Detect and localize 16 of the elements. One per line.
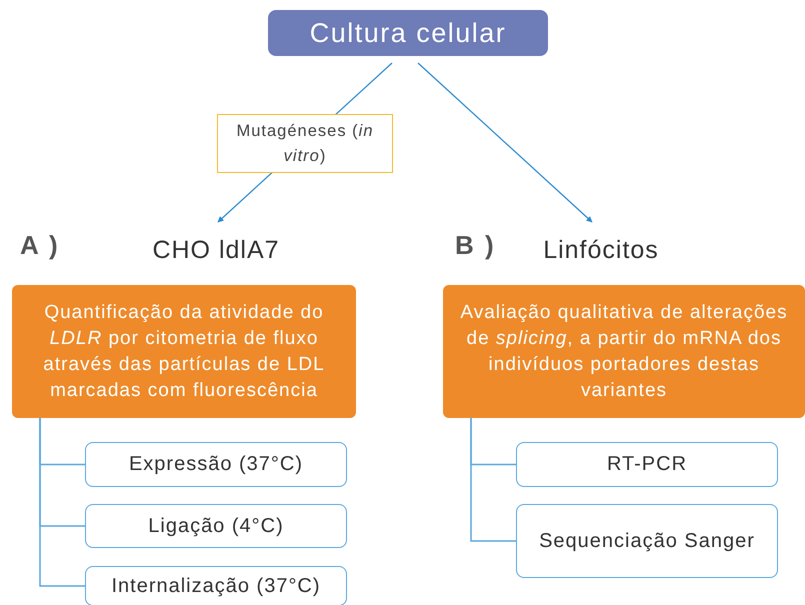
section-letter: B ) bbox=[455, 230, 496, 261]
connector-line bbox=[470, 418, 516, 542]
edge-label: Mutagéneses (in vitro) bbox=[217, 114, 393, 173]
method-box: Ligação (4°C) bbox=[85, 504, 347, 548]
heading-text: Linfócitos bbox=[528, 228, 674, 272]
method-box: RT-PCR bbox=[516, 442, 778, 487]
process-box: Avaliação qualitativa de alterações de splicing, a partir do mRNA dos indivíduos portadores destas variantes bbox=[443, 285, 805, 418]
method-box: Expressão (37°C) bbox=[85, 442, 347, 487]
arrow bbox=[418, 62, 592, 222]
connector-line bbox=[39, 418, 85, 587]
title-box: Cultura celular bbox=[268, 10, 548, 56]
process-box: Quantificação da atividade do LDLR por citometria de fluxo através das partículas de LDL marcadas com fluorescência bbox=[12, 285, 356, 418]
method-box: Sequenciação Sanger bbox=[516, 504, 778, 578]
section-letter: A ) bbox=[20, 230, 60, 261]
heading-text: CHO ldlA7 bbox=[118, 228, 314, 272]
method-box: Internalização (37°C) bbox=[85, 566, 347, 605]
